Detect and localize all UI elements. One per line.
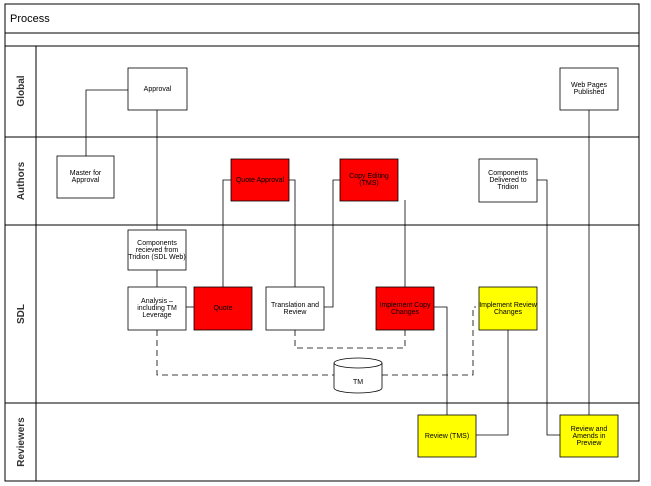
web-pages-published-label: Web Pages Published (570, 82, 608, 96)
review-amends-label: Review and Amends in Preview (570, 425, 608, 447)
review-amends-box: Review and Amends in Preview (559, 414, 619, 458)
master-for-approval-box: Master for Approval (56, 155, 115, 199)
connector-review-to-implement-review (476, 287, 509, 436)
analysis-label: Analysis – including TM Leverage (137, 298, 177, 319)
solid-connectors (85, 89, 590, 436)
connector-translation-to-copy-editing (324, 179, 340, 308)
dashed-translation-to-tm (294, 330, 406, 349)
web-pages-published-box: Web Pages Published (559, 67, 619, 111)
quote-approval-label: Quote Approval (235, 176, 285, 184)
connector-quote-approval-to-translation (289, 179, 296, 287)
approval-label: Approval (143, 85, 172, 93)
connector-master-to-approval (85, 89, 128, 156)
diagram-frame (4, 3, 640, 482)
tm-cylinder-body (333, 363, 383, 394)
tm-label: TM (353, 379, 363, 386)
connector-components-delivered-to-review-amends (537, 179, 560, 436)
quote-box: Quote (193, 286, 253, 331)
implement-review-changes-label: Implement Review Changes (479, 301, 537, 316)
translation-review-label: Translation and Review (271, 301, 319, 316)
dashed-connectors (156, 306, 476, 376)
copy-editing-box: Copy Editing (TMS) (339, 158, 399, 202)
analysis-box: Analysis – including TM Leverage (127, 286, 187, 331)
quote-label: Quote (213, 305, 233, 312)
review-tms-box: Review (TMS) (417, 414, 477, 458)
components-received-box: Components recieved from Tridion (SDL We… (127, 229, 187, 271)
lane-label-authors: Authors (16, 161, 27, 200)
components-delivered-label: Components Delivered to Tridion (488, 170, 528, 191)
copy-editing-label: Copy Editing (TMS) (349, 173, 389, 187)
approval-box: Approval (127, 67, 188, 111)
translation-review-box: Translation and Review (265, 286, 325, 331)
review-tms-label: Review (TMS) (424, 432, 470, 440)
diagram-title: Process (10, 13, 50, 25)
master-for-approval-label: Master for Approval (69, 170, 102, 184)
components-received-label: Components recieved from Tridion (SDL We… (128, 239, 186, 261)
dashed-analysis-to-tm (156, 306, 476, 376)
implement-copy-changes-box: Implement Copy Changes (375, 286, 435, 331)
tm-cylinder-top (333, 357, 383, 369)
lane-label-global: Global (16, 75, 27, 106)
tm-database (333, 357, 383, 394)
implement-review-changes-box: Implement Review Changes (478, 286, 538, 331)
connector-implement-to-review (434, 306, 448, 425)
connector-quote-to-quote-approval (222, 179, 231, 287)
quote-approval-box: Quote Approval (230, 158, 290, 202)
lane-label-reviewers: Reviewers (16, 417, 27, 467)
implement-copy-changes-label: Implement Copy Changes (379, 301, 431, 316)
lane-label-sdl: SDL (16, 304, 27, 324)
components-delivered-box: Components Delivered to Tridion (478, 158, 538, 203)
